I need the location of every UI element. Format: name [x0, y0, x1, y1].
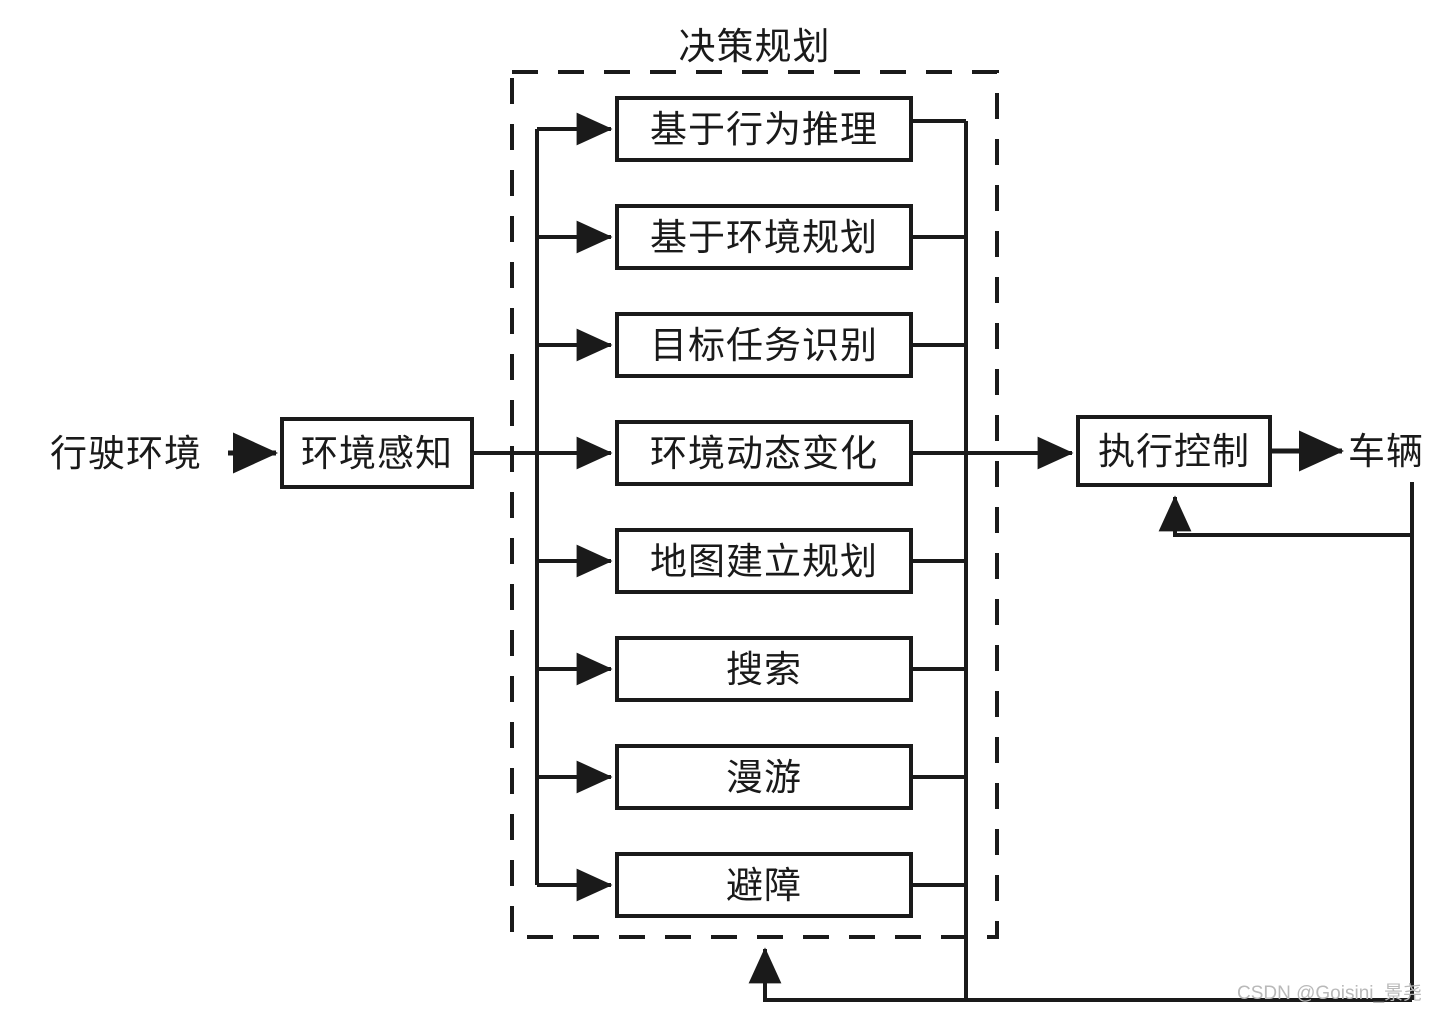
edge-vehicle-to-planning-feedback — [748, 947, 1412, 1002]
output-label-vehicle: 车辆 — [1348, 430, 1424, 472]
watermark-text: CSDN @Goisini_景尧 — [1237, 983, 1423, 1004]
node-label-obstacle-avoidance[interactable]: 避障 — [726, 864, 802, 906]
node-label-execution-control[interactable]: 执行控制 — [1098, 430, 1250, 472]
node-label-environment-dynamics[interactable]: 环境动态变化 — [650, 432, 878, 474]
node-label-environment-planning[interactable]: 基于环境规划 — [650, 216, 878, 258]
node-label-roaming[interactable]: 漫游 — [726, 756, 802, 798]
node-box-environment-dynamics[interactable] — [615, 420, 913, 486]
node-box-obstacle-avoidance[interactable] — [615, 852, 913, 918]
node-box-behavior-reasoning[interactable] — [615, 96, 913, 162]
node-label-perception[interactable]: 环境感知 — [301, 432, 453, 474]
group-dashed-boundary — [510, 70, 999, 939]
node-label-map-building-planning[interactable]: 地图建立规划 — [650, 540, 878, 582]
node-label-goal-task-recognition[interactable]: 目标任务识别 — [650, 324, 878, 366]
edge-vehicle-to-execution-control-feedback — [1158, 495, 1412, 537]
node-box-search[interactable] — [615, 636, 913, 702]
node-label-search[interactable]: 搜索 — [726, 648, 802, 690]
group-title: 决策规划 — [678, 25, 831, 67]
node-label-behavior-reasoning[interactable]: 基于行为推理 — [650, 108, 878, 150]
input-label-driving-environment: 行驶环境 — [50, 432, 202, 474]
